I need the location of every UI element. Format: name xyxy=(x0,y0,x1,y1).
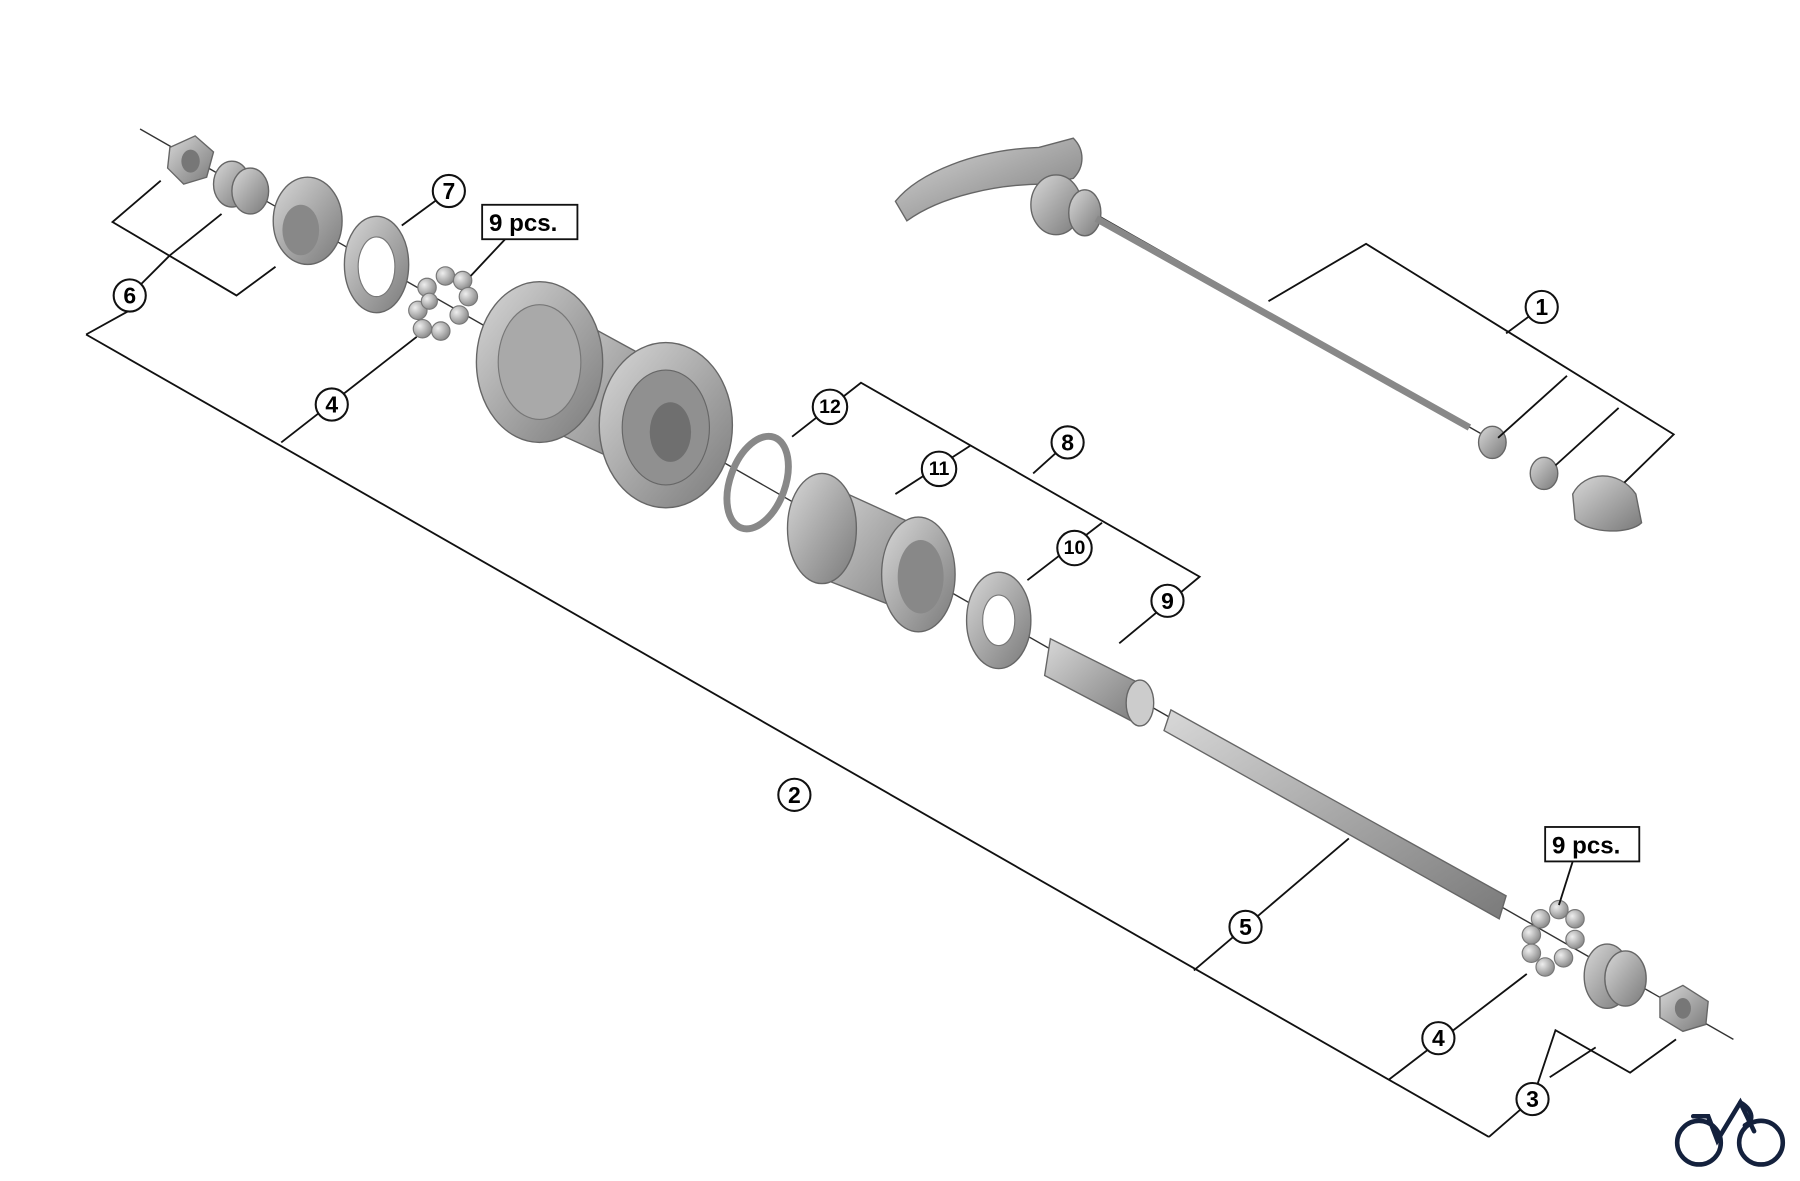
svg-text:9 pcs.: 9 pcs. xyxy=(489,210,557,237)
svg-text:5: 5 xyxy=(1239,914,1252,940)
callout-10: 10 xyxy=(1056,529,1093,567)
callout-2: 2 xyxy=(777,777,812,812)
callout-1: 1 xyxy=(1524,289,1559,325)
ball-bearings-left xyxy=(408,266,479,341)
svg-text:6: 6 xyxy=(123,282,136,308)
svg-text:9: 9 xyxy=(1161,588,1174,614)
quantity-label-left: 9 pcs. xyxy=(481,203,579,241)
svg-text:7: 7 xyxy=(442,178,455,204)
spacer-left xyxy=(212,160,270,215)
skewer-spring-1 xyxy=(1477,425,1507,460)
quantity-label-right: 9 pcs. xyxy=(1544,826,1641,863)
callout-8: 8 xyxy=(1050,425,1085,460)
callout-3: 3 xyxy=(1515,1081,1550,1117)
callout-6: 6 xyxy=(112,278,147,313)
cone-left xyxy=(272,176,343,266)
callout-4-left: 4 xyxy=(314,387,349,422)
svg-text:10: 10 xyxy=(1064,537,1086,559)
svg-text:2: 2 xyxy=(788,782,801,808)
callout-12: 12 xyxy=(811,388,849,426)
freehub-sleeve xyxy=(1043,637,1155,727)
cone-right xyxy=(1583,943,1647,1010)
svg-text:9 pcs.: 9 pcs. xyxy=(1552,832,1620,859)
hub-body xyxy=(475,281,734,509)
freehub-body xyxy=(786,472,956,633)
callout-4-right: 4 xyxy=(1421,1021,1456,1056)
svg-text:11: 11 xyxy=(929,458,950,480)
skewer-nut xyxy=(1572,475,1643,532)
svg-text:4: 4 xyxy=(325,392,338,418)
svg-text:12: 12 xyxy=(819,396,841,418)
svg-text:8: 8 xyxy=(1061,429,1074,455)
hub-axle xyxy=(1163,708,1507,920)
callout-11: 11 xyxy=(920,450,958,488)
callout-9: 9 xyxy=(1150,583,1185,618)
quick-release-skewer xyxy=(894,137,1472,431)
svg-text:4: 4 xyxy=(1432,1025,1445,1051)
lock-nut-right xyxy=(1659,984,1709,1033)
svg-text:3: 3 xyxy=(1526,1086,1539,1112)
spacer-washer xyxy=(965,571,1032,670)
o-ring xyxy=(723,432,792,533)
skewer-spring-2 xyxy=(1529,456,1559,491)
ball-bearings-right xyxy=(1521,899,1585,977)
callout-7: 7 xyxy=(431,173,466,209)
lock-nut-left xyxy=(166,135,215,185)
callout-5: 5 xyxy=(1228,909,1263,944)
dust-cap-left xyxy=(343,215,410,314)
svg-text:1: 1 xyxy=(1535,294,1548,320)
leader-lines xyxy=(85,179,1677,1138)
bicycle-logo-icon xyxy=(1674,1097,1786,1167)
